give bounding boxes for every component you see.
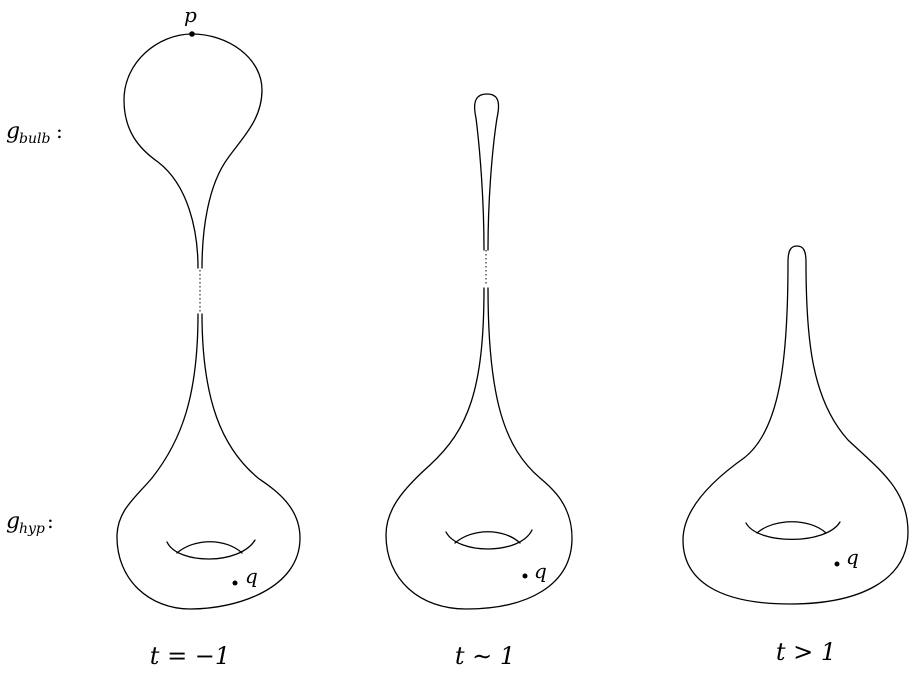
surface-right: q	[682, 245, 909, 605]
surface-right-outline	[682, 245, 909, 605]
row-label-hyp: g hyp :	[6, 509, 54, 537]
bulb-middle-outline	[473, 93, 500, 251]
point-p-label: p	[184, 3, 197, 27]
caption-left: t = −1	[150, 642, 230, 670]
surface-middle: q	[385, 93, 573, 610]
hyp-left-outline	[116, 313, 301, 610]
row-label-hyp-colon: :	[47, 509, 54, 533]
handle-middle-lower	[445, 529, 533, 550]
handle-left-lower	[166, 539, 256, 560]
row-label-hyp-g: g	[6, 509, 20, 534]
point-q-middle-label: q	[534, 559, 547, 583]
row-label-bulb: g bulb :	[6, 119, 63, 147]
hyp-middle-outline	[385, 287, 573, 610]
point-q-left-dot	[232, 580, 238, 586]
handle-right-lower	[745, 521, 841, 540]
handle-middle-upper	[454, 531, 521, 544]
caption-right: t > 1	[776, 638, 836, 666]
caption-middle: t ∼ 1	[455, 642, 515, 670]
point-q-right-label: q	[846, 545, 859, 569]
surface-left: p q	[116, 3, 301, 610]
point-p-dot	[189, 31, 195, 37]
point-q-right-dot	[834, 561, 840, 567]
point-q-left-label: q	[245, 564, 258, 588]
row-label-bulb-g: g	[6, 119, 20, 144]
row-label-bulb-subscript: bulb	[19, 131, 50, 147]
bulb-left-outline	[123, 33, 263, 269]
handle-right-upper	[756, 521, 827, 534]
row-label-bulb-colon: :	[56, 119, 63, 143]
point-q-middle-dot	[522, 573, 528, 579]
row-label-hyp-subscript: hyp	[19, 521, 45, 537]
handle-left-upper	[176, 541, 243, 554]
